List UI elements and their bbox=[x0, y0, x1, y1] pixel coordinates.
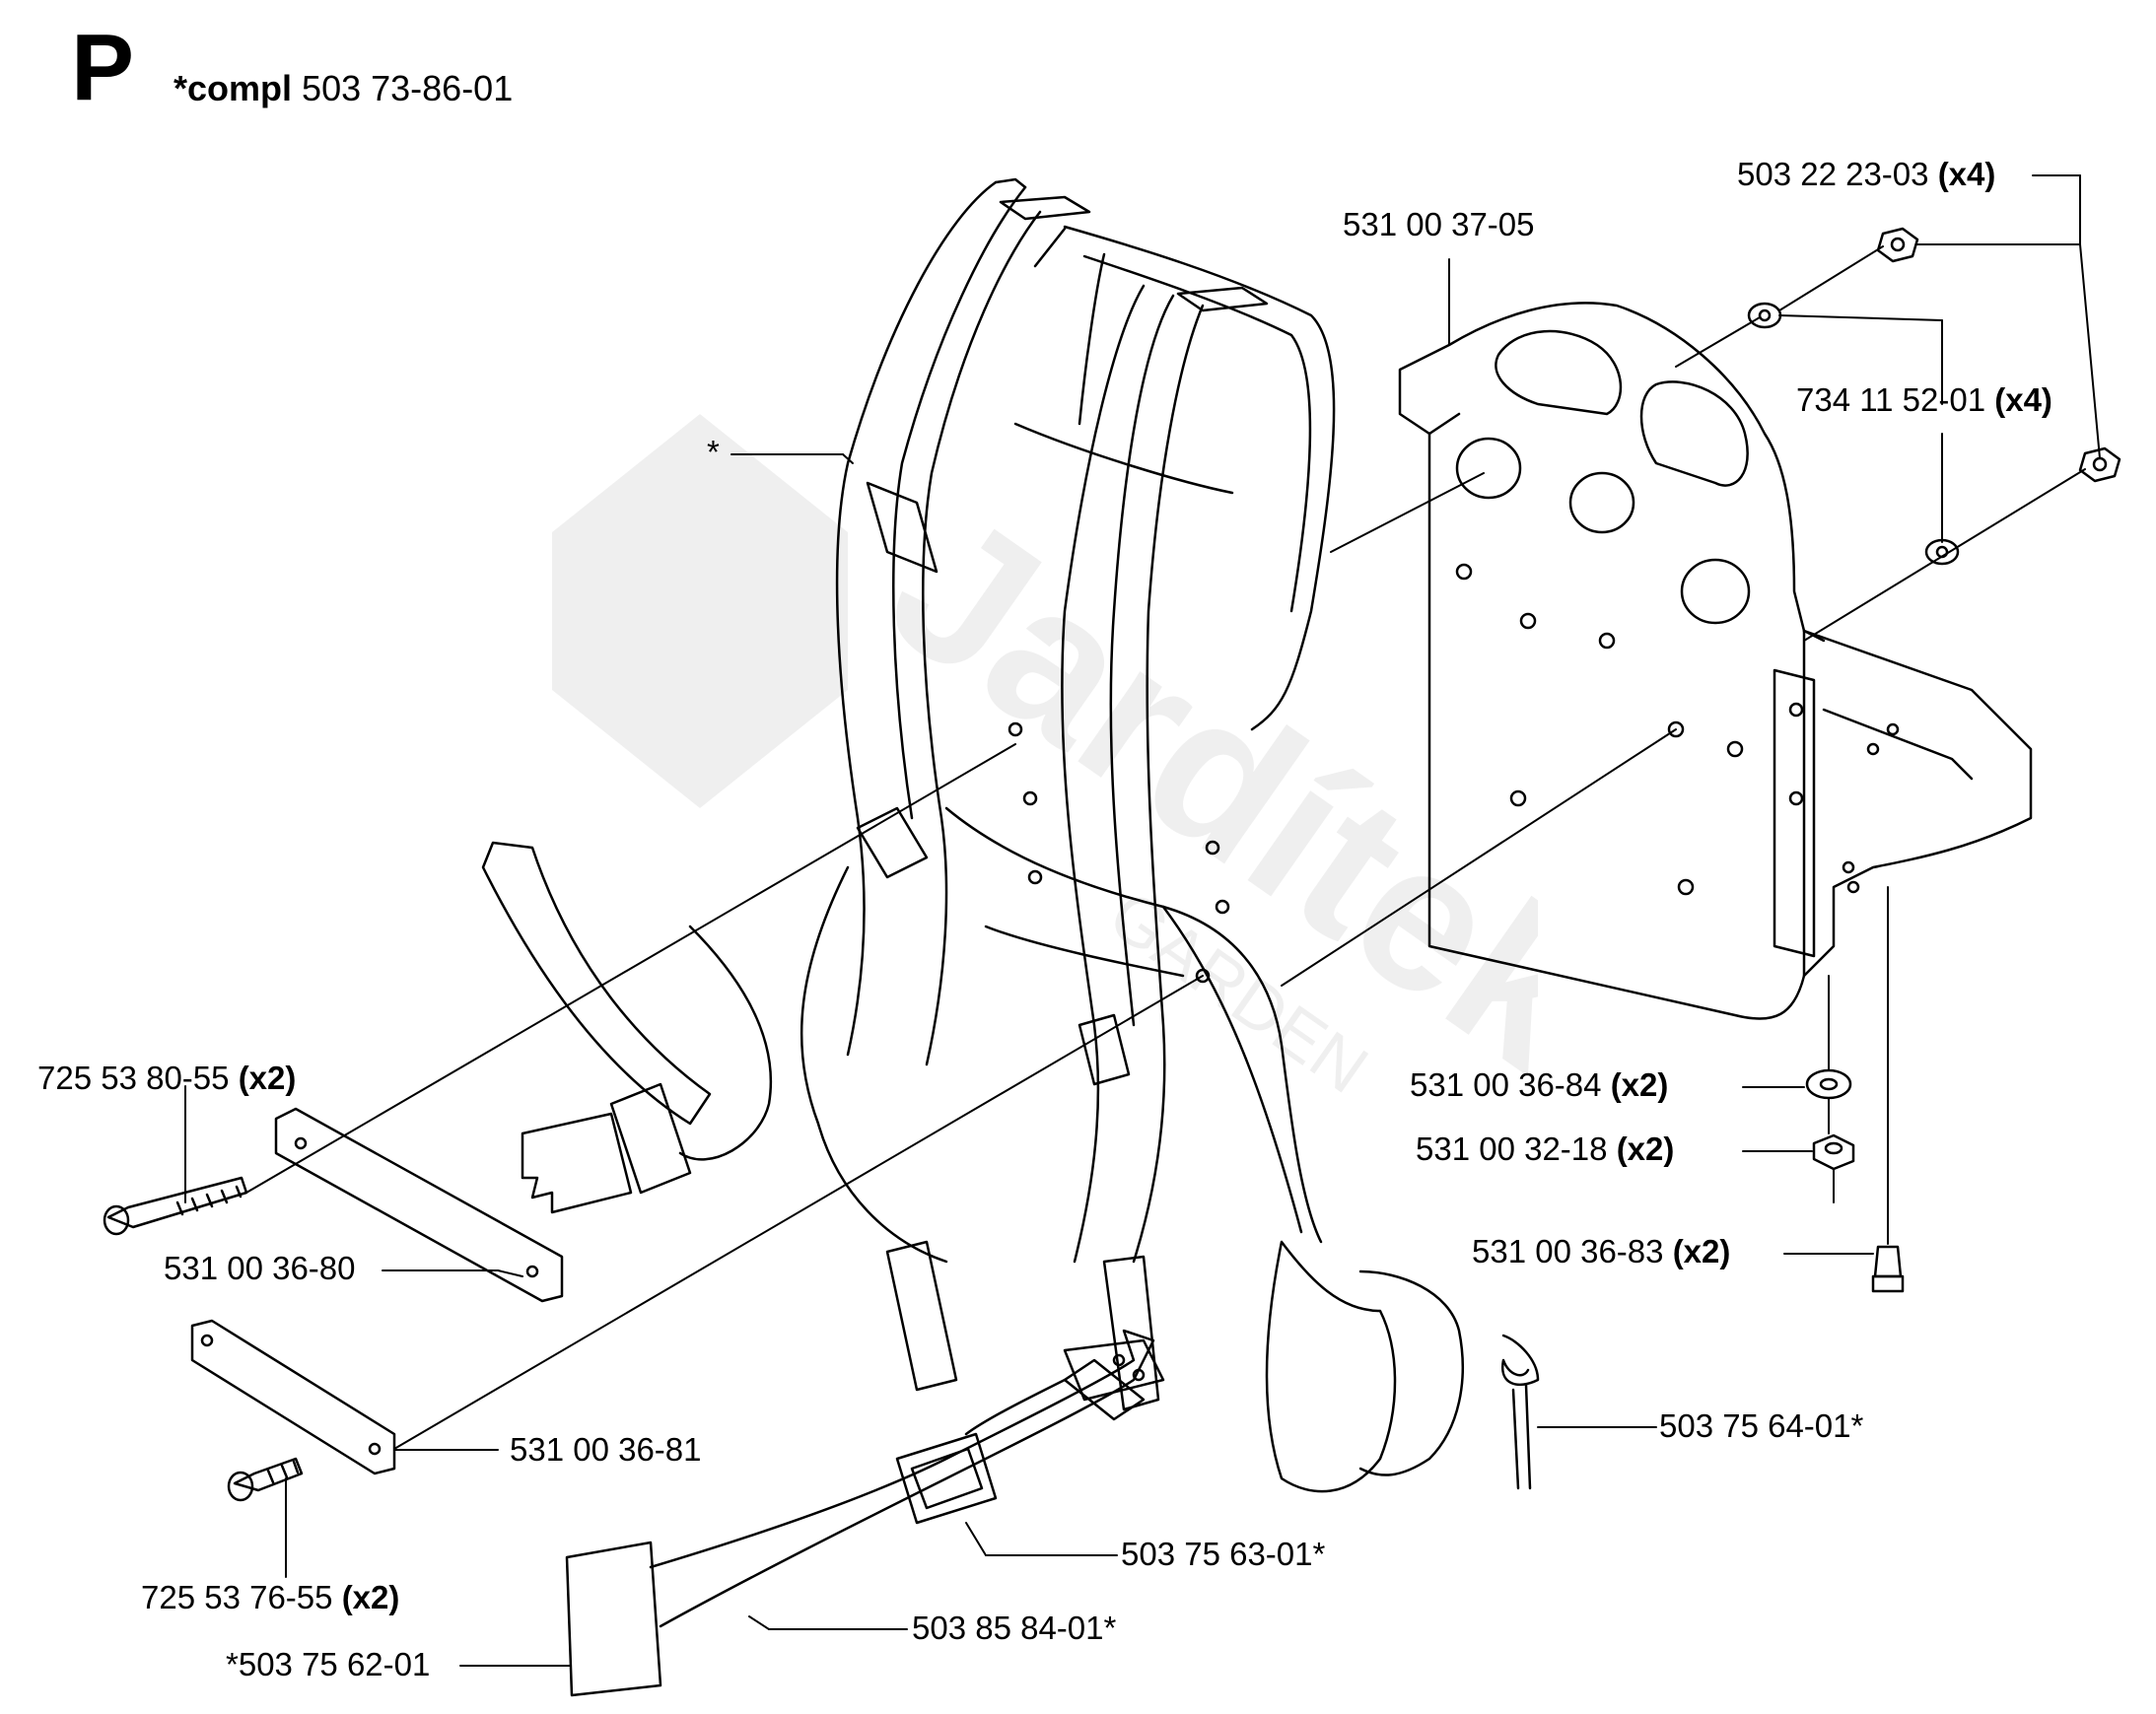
part-number: 503 22 23-03 bbox=[1737, 156, 1929, 192]
section-letter: P bbox=[71, 15, 135, 120]
compl-number: 503 73-86-01 bbox=[302, 68, 514, 108]
hardware-drawing bbox=[103, 227, 2121, 1697]
quantity: (x4) bbox=[1937, 156, 1996, 192]
complete-assembly-number: *compl 503 73-86-01 bbox=[174, 69, 513, 108]
label-bolt-top: 503 22 23-03 (x4) bbox=[1737, 156, 1995, 193]
quantity: (x2) bbox=[1672, 1233, 1731, 1269]
quantity: (x2) bbox=[238, 1060, 297, 1096]
label-washer-bottom: 531 00 36-84 (x2) bbox=[1410, 1066, 1668, 1104]
label-buckle-male: *503 75 62-01 bbox=[226, 1646, 431, 1682]
label-harness: * bbox=[707, 434, 720, 470]
quantity: (x2) bbox=[1610, 1066, 1669, 1103]
quantity: (x2) bbox=[341, 1579, 400, 1615]
part-number: 725 53 80-55 bbox=[37, 1060, 230, 1096]
label-plate-lower: 531 00 36-81 bbox=[510, 1431, 702, 1468]
label-plate-upper: 531 00 36-80 bbox=[164, 1250, 356, 1286]
label-buckle-slider: 503 75 63-01* bbox=[1121, 1536, 1326, 1572]
part-number: 734 11 52-01 bbox=[1796, 381, 1986, 418]
label-screw-short: 725 53 76-55 (x2) bbox=[141, 1579, 399, 1616]
label-washer-top: 734 11 52-01 (x4) bbox=[1796, 381, 2052, 419]
harness-drawing bbox=[481, 177, 1464, 1493]
part-number: 531 00 32-18 bbox=[1416, 1131, 1608, 1167]
label-backplate: 531 00 37-05 bbox=[1343, 206, 1535, 242]
label-waist-belt: 503 85 84-01* bbox=[912, 1610, 1117, 1646]
leader-lines bbox=[184, 174, 2101, 1667]
backplate-drawing bbox=[1398, 302, 2033, 1020]
label-nut-bottom: 531 00 32-18 (x2) bbox=[1416, 1131, 1674, 1168]
part-number: 531 00 36-83 bbox=[1472, 1233, 1664, 1269]
quantity: (x4) bbox=[1994, 381, 2052, 418]
part-number: 725 53 76-55 bbox=[141, 1579, 333, 1615]
label-bolt-bottom: 531 00 36-83 (x2) bbox=[1472, 1233, 1730, 1270]
part-number: 531 00 36-84 bbox=[1410, 1066, 1602, 1103]
compl-prefix: *compl bbox=[174, 68, 293, 108]
quantity: (x2) bbox=[1616, 1131, 1675, 1167]
watermark-logo: Jardítek GARDEN bbox=[552, 414, 1538, 1113]
label-screw-long: 725 53 80-55 (x2) bbox=[37, 1060, 296, 1097]
label-clip: 503 75 64-01* bbox=[1659, 1407, 1864, 1444]
